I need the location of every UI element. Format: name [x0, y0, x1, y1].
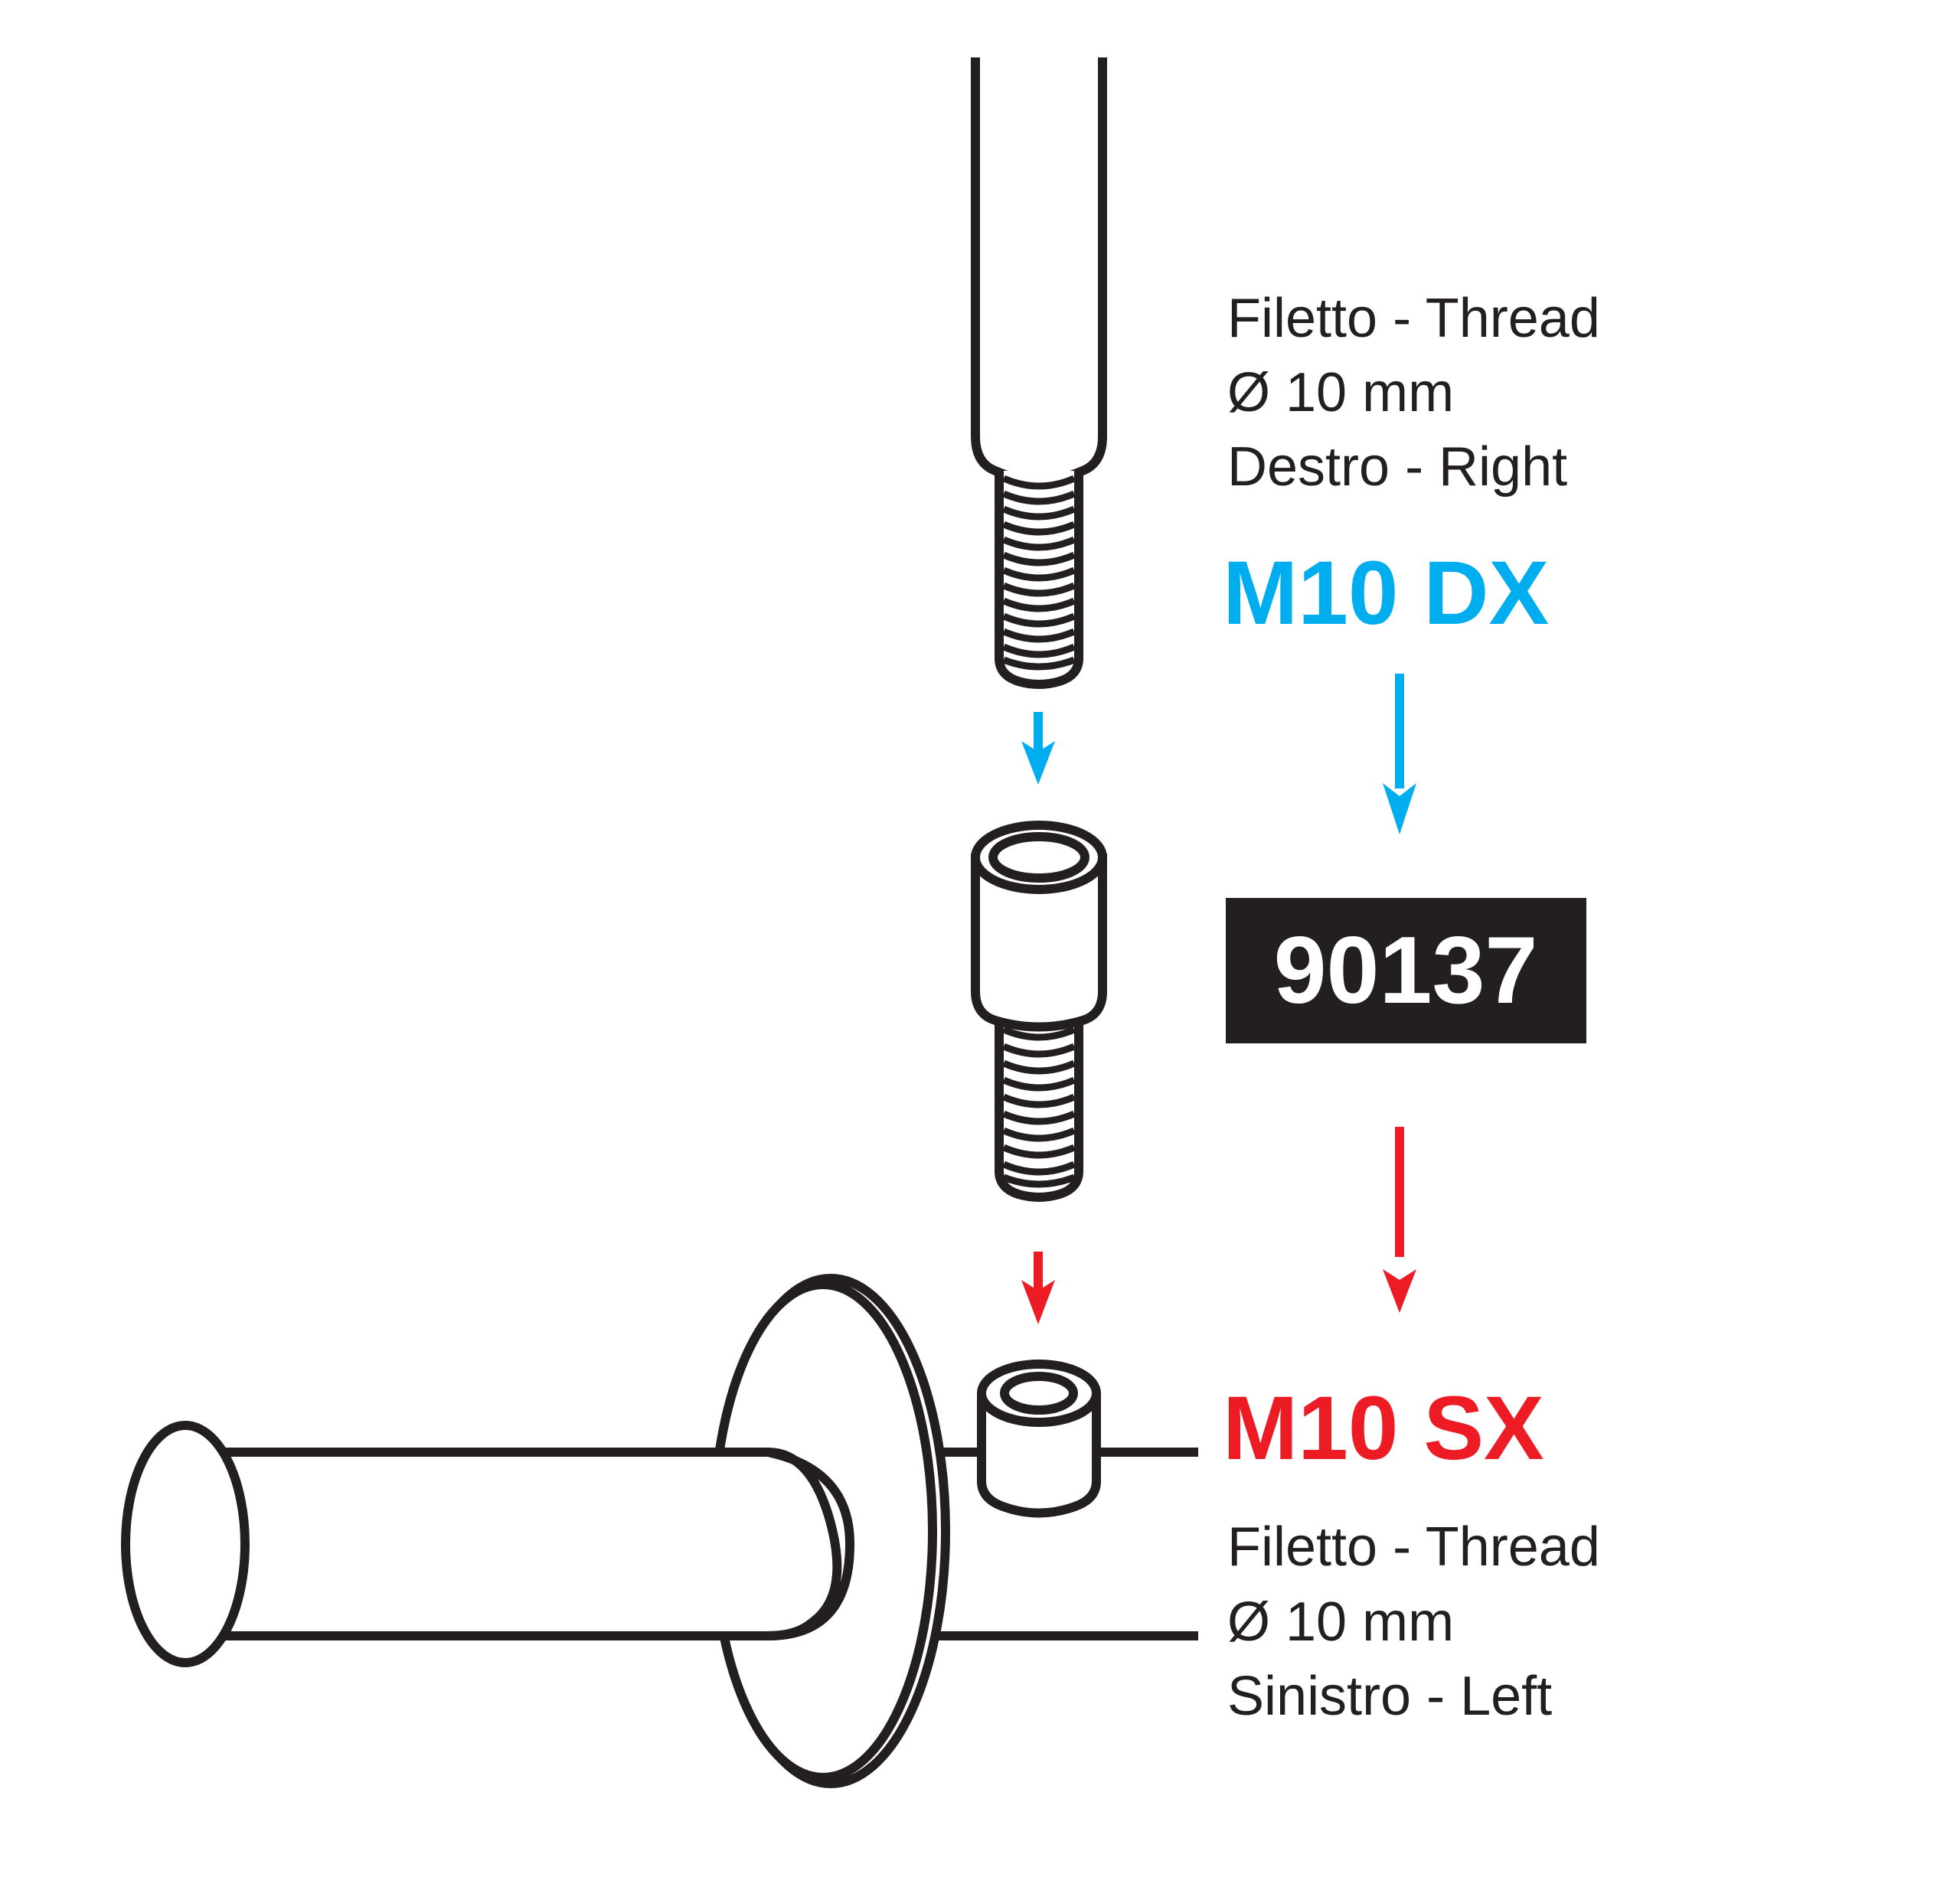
mirror-stem [971, 57, 1107, 689]
bottom-spec-block: M10 SX Filetto - Thread Ø 10 mm Sinistro… [1223, 1378, 1600, 1727]
bottom-spec-line1: Filetto - Thread [1227, 1516, 1600, 1578]
part-number-badge: 90137 [1226, 898, 1586, 1043]
stem-thread-rings-icon [1002, 475, 1076, 671]
stem-rod-icon [971, 57, 1107, 485]
adapter-thread-rings-icon [1002, 1026, 1076, 1188]
arrow-long-blue-icon [1383, 674, 1416, 834]
top-spec-line2: Ø 10 mm [1227, 362, 1454, 423]
part-number-text: 90137 [1274, 918, 1538, 1023]
adapter-body-icon [971, 854, 1107, 1032]
thread-code-right: M10 DX [1223, 543, 1549, 644]
bottom-spec-line3: Sinistro - Left [1227, 1666, 1552, 1727]
arrow-down-red-icon [1021, 1252, 1055, 1324]
grip-cap-icon [121, 1421, 250, 1667]
arrow-down-blue-icon [1021, 712, 1055, 785]
arrow-long-red-icon [1383, 1127, 1416, 1313]
grip-end-icon [766, 1448, 854, 1640]
adapter-bore-icon [988, 832, 1089, 883]
handlebar-assembly [121, 1274, 1198, 1788]
top-spec-block: Filetto - Thread Ø 10 mm Destro - Right … [1223, 288, 1600, 644]
top-spec-line1: Filetto - Thread [1227, 288, 1600, 349]
bottom-spec-line2: Ø 10 mm [1227, 1591, 1454, 1653]
thread-code-left: M10 SX [1223, 1378, 1544, 1479]
adapter-part [971, 821, 1107, 1202]
grip-body-icon [188, 1448, 842, 1640]
top-spec-line3: Destro - Right [1227, 436, 1567, 498]
nut-bore-icon [1000, 1372, 1078, 1415]
part-number-box [1226, 898, 1586, 1043]
